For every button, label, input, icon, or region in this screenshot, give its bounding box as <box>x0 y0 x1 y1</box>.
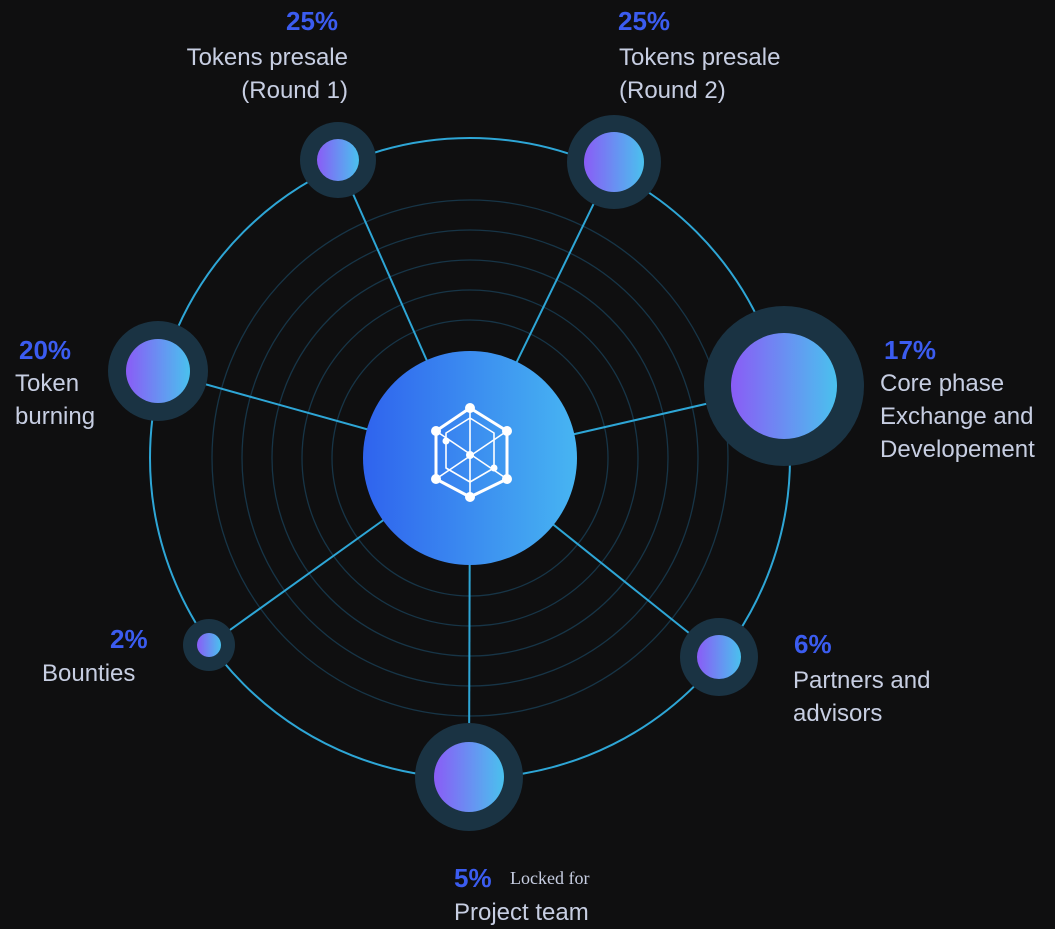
label-line: Partners and <box>793 667 931 694</box>
hexagon-network-icon <box>431 403 512 502</box>
note-team: Locked for <box>510 868 590 888</box>
node-team <box>415 723 523 831</box>
label-line: burning <box>15 403 96 430</box>
label-partners: Partners and advisors <box>793 664 993 730</box>
label-line: Tokens presale <box>619 44 781 71</box>
label-line: Exchange and <box>880 403 1034 430</box>
label-line: (Round 2) <box>619 77 726 104</box>
percent-burning: 20% <box>19 335 72 365</box>
label-line: Bounties <box>42 660 136 687</box>
label-line: advisors <box>793 700 883 727</box>
label-line: Token <box>15 370 80 397</box>
percent-core: 17% <box>884 335 937 365</box>
percent-round1: 25% <box>286 6 339 36</box>
label-burning: Token burning <box>15 367 135 433</box>
label-bounties: Bounties <box>42 657 182 690</box>
label-line: (Round 1) <box>241 77 348 104</box>
label-line: Project team <box>454 899 589 926</box>
label-line: Developement <box>880 436 1035 463</box>
percent-round2: 25% <box>618 6 671 36</box>
label-line: Tokens presale <box>186 44 348 71</box>
node-bounties <box>183 619 235 671</box>
label-team: Project team <box>454 896 654 929</box>
label-round1: Tokens presale (Round 1) <box>150 41 348 107</box>
node-burning <box>108 321 208 421</box>
percent-team: 5% <box>454 863 492 893</box>
node-round1 <box>300 122 376 198</box>
node-partners <box>680 618 758 696</box>
percent-bounties: 2% <box>110 624 148 654</box>
label-round2: Tokens presale (Round 2) <box>619 41 829 107</box>
percent-partners: 6% <box>794 629 832 659</box>
label-line: Core phase <box>880 370 1005 397</box>
label-core: Core phase Exchange and Developement <box>880 367 1052 466</box>
node-core <box>704 306 864 466</box>
node-round2 <box>567 115 661 209</box>
